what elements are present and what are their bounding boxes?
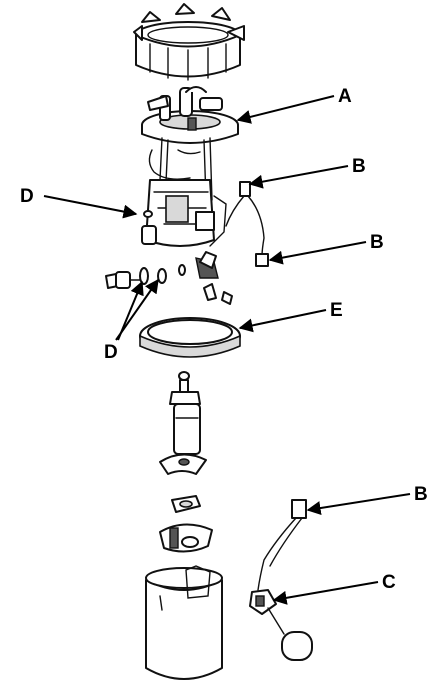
seal-ring: [139, 317, 241, 358]
callout-a: A: [338, 86, 352, 107]
fuel-pump: [159, 371, 207, 475]
callout-e: E: [330, 300, 343, 321]
callout-d-lower: D: [104, 342, 118, 363]
pump-holder: [159, 523, 213, 553]
strainer: [171, 495, 201, 513]
pump-housing: [141, 179, 227, 279]
leader-lines: [43, 95, 411, 605]
callout-b-middle: B: [370, 232, 384, 253]
level-sender: [249, 499, 313, 661]
callout-b-upper: B: [352, 156, 366, 177]
locking-ring: [133, 3, 245, 81]
wire-harness-upper: [225, 181, 269, 267]
callout-d-upper: D: [20, 186, 34, 207]
callout-b-lower: B: [414, 484, 428, 505]
pump-flange: [141, 86, 239, 144]
callout-c: C: [382, 572, 396, 593]
reservoir-cup: [145, 565, 223, 680]
